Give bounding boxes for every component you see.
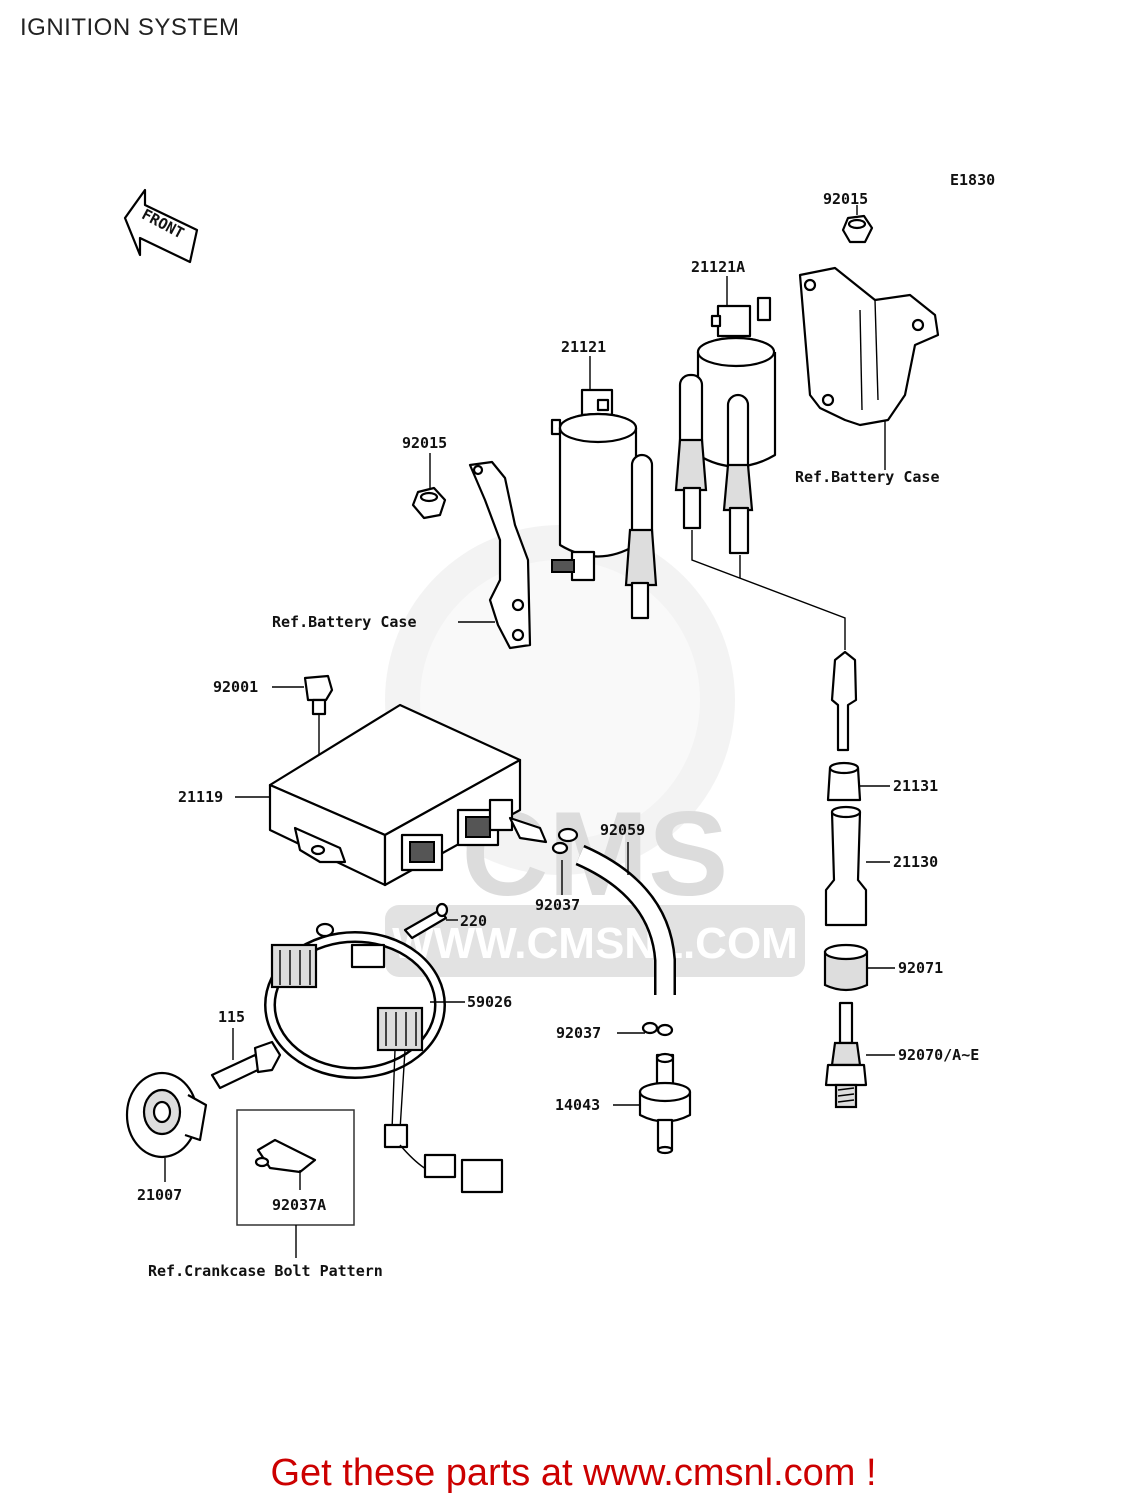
- filter-14043: [613, 1052, 692, 1155]
- part-label-92015-left: 92015: [402, 434, 447, 452]
- plug-cap-21130: [824, 805, 890, 927]
- ref-battery-case-right: Ref.Battery Case: [795, 468, 940, 486]
- part-label-21131: 21131: [893, 777, 938, 795]
- pickup-coil-59026: [264, 922, 504, 1194]
- nut-92015-left: [411, 453, 447, 520]
- clamp-92037-lower: [617, 1021, 674, 1037]
- ref-battery-case-left: Ref.Battery Case: [272, 613, 417, 631]
- spark-plug-92070: [824, 1001, 895, 1109]
- part-label-92059: 92059: [600, 821, 645, 839]
- watermark: CMS WWW.CMSNL.COM: [385, 525, 805, 977]
- hose-92059: [575, 842, 676, 995]
- part-label-14043: 14043: [555, 1096, 600, 1114]
- ignition-coil-21121: [550, 356, 658, 620]
- part-label-92071: 92071: [898, 959, 943, 977]
- part-label-21119: 21119: [178, 788, 223, 806]
- part-label-21121a: 21121A: [691, 258, 745, 276]
- clamp-92037-upper: [551, 827, 579, 895]
- bracket-left: [458, 460, 532, 650]
- bolt-115: [210, 1028, 282, 1090]
- part-label-92037-lower: 92037: [556, 1024, 601, 1042]
- cap-92071: [823, 943, 895, 992]
- part-label-92037-upper: 92037: [535, 896, 580, 914]
- rotor-21007: [125, 1071, 208, 1182]
- part-label-92015-top: 92015: [823, 190, 868, 208]
- part-label-21121: 21121: [561, 338, 606, 356]
- nut-92015-top: [841, 205, 874, 244]
- ref-crankcase: Ref.Crankcase Bolt Pattern: [148, 1262, 383, 1280]
- parts-diagram: CMS WWW.CMSNL.COM FRONT E1830 92015 Ref.…: [123, 171, 995, 1280]
- watermark-url: WWW.CMSNL.COM: [392, 919, 798, 968]
- page-title: IGNITION SYSTEM: [20, 14, 240, 41]
- bracket-right: [798, 266, 940, 470]
- part-label-92001: 92001: [213, 678, 258, 696]
- screw-220: [403, 902, 458, 940]
- footer-cta[interactable]: Get these parts at www.cmsnl.com !: [270, 1452, 877, 1494]
- part-label-21130: 21130: [893, 853, 938, 871]
- front-arrow-icon: FRONT: [123, 188, 199, 264]
- cdi-unit-21119: [235, 703, 548, 887]
- part-label-21007: 21007: [137, 1186, 182, 1204]
- diagram-code: E1830: [950, 171, 995, 189]
- ignition-coil-21121a: [674, 276, 846, 650]
- plug-cap-connector: [830, 650, 858, 752]
- part-label-59026: 59026: [467, 993, 512, 1011]
- part-label-92037a: 92037A: [272, 1196, 326, 1214]
- clamp-box-92037a: [236, 1109, 355, 1258]
- part-label-92070: 92070/A~E: [898, 1046, 979, 1064]
- part-label-115: 115: [218, 1008, 245, 1026]
- part-label-220: 220: [460, 912, 487, 930]
- plug-cap-21131: [826, 761, 890, 802]
